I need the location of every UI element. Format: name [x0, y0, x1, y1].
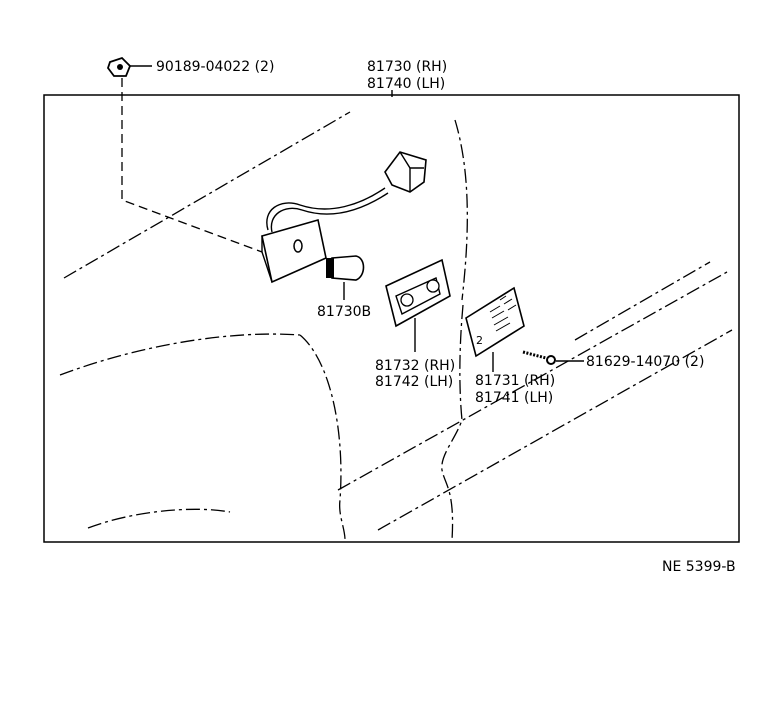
- svg-text:2: 2: [476, 334, 483, 347]
- gasket-icon: [385, 258, 451, 328]
- lamp-lh-label: 81740 (LH): [367, 76, 445, 92]
- lamp-rh-label: 81730 (RH): [367, 59, 447, 75]
- lens-rh-label: 81731 (RH): [475, 373, 555, 389]
- lens-lh-label: 81741 (LH): [475, 390, 553, 406]
- bulb-label: 81730B: [317, 304, 371, 320]
- vehicle-body-outline: [59, 111, 733, 541]
- bulb-icon: [326, 255, 365, 281]
- lens-icon: 2: [465, 286, 525, 358]
- gasket-rh-label: 81732 (RH): [375, 358, 455, 374]
- screw-icon: [522, 350, 556, 365]
- clip-leader-line: [121, 78, 263, 253]
- clip-part-label: 90189-04022 (2): [156, 59, 274, 75]
- gasket-lh-label: 81742 (LH): [375, 374, 453, 390]
- clip-nut-icon: [106, 56, 132, 77]
- screw-part-label: 81629-14070 (2): [586, 354, 704, 370]
- drawing-id-label: NE 5399-B: [662, 559, 736, 575]
